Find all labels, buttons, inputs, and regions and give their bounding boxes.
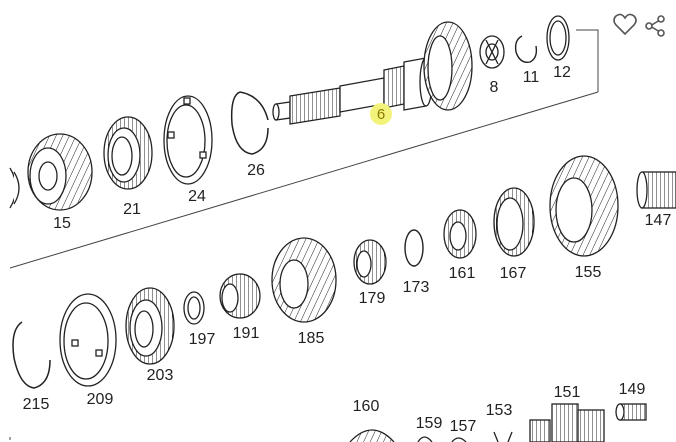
partial-ring-left [9,167,20,209]
gear-185 [271,237,337,323]
needle-bearing-147 [636,171,676,209]
needle-bearing-179 [353,239,387,285]
sleeve-ring-209 [59,293,117,387]
snap-ring-173 [404,229,424,267]
label-part-215[interactable]: 215 [23,396,50,413]
highlight-marker [370,103,392,125]
label-part-147[interactable]: 147 [645,212,672,229]
label-part-149[interactable]: 149 [619,381,646,398]
label-part-6[interactable]: 6 [377,106,385,123]
label-part-197[interactable]: 197 [189,331,216,348]
heart-icon [613,13,637,36]
label-part-15[interactable]: 15 [53,215,71,232]
share-button[interactable] [645,15,665,37]
label-part-160[interactable]: 160 [353,398,380,415]
label-part-151[interactable]: 151 [554,384,581,401]
label-part-26[interactable]: 26 [247,162,265,179]
gear-15 [27,133,93,211]
label-part-24[interactable]: 24 [188,188,206,205]
label-part-12[interactable]: 12 [553,64,571,81]
washer-197 [183,291,205,325]
label-part-167[interactable]: 167 [500,265,527,282]
label-part-157[interactable]: 157 [450,418,477,435]
label-part-155[interactable]: 155 [575,264,602,281]
shaft-6 [272,57,433,125]
label-part-153[interactable]: 153 [486,402,513,419]
snap-ring-11 [514,35,538,63]
label-part-185[interactable]: 185 [298,330,325,347]
bearing-161 [443,209,477,259]
part-labels: 6 8 11 12 15 21 24 26 147 155 161 167 17… [23,64,672,435]
favorite-button[interactable] [613,13,637,36]
label-part-203[interactable]: 203 [147,367,174,384]
label-part-179[interactable]: 179 [359,290,386,307]
label-part-161[interactable]: 161 [449,265,476,282]
bearing-8 [479,35,505,69]
label-part-11[interactable]: 11 [523,69,540,86]
synchro-ring-203 [125,287,175,365]
sleeve-ring-24 [163,95,213,185]
synchro-ring-21 [103,116,153,190]
ring-167 [493,187,535,257]
circlip-26 [230,91,269,155]
circlip-215 [12,321,51,389]
section-lines [9,29,599,440]
label-part-8[interactable]: 8 [490,79,499,96]
label-part-21[interactable]: 21 [123,201,141,218]
washer-12 [546,15,570,61]
label-part-173[interactable]: 173 [403,279,430,296]
label-part-159[interactable]: 159 [416,415,443,432]
bottom-row-parts [349,403,647,442]
gear-155 [549,155,619,257]
label-part-209[interactable]: 209 [87,391,114,408]
bearing-191 [219,273,261,319]
shaft-gear [423,21,473,111]
label-part-191[interactable]: 191 [233,325,260,342]
share-icon [645,15,665,37]
